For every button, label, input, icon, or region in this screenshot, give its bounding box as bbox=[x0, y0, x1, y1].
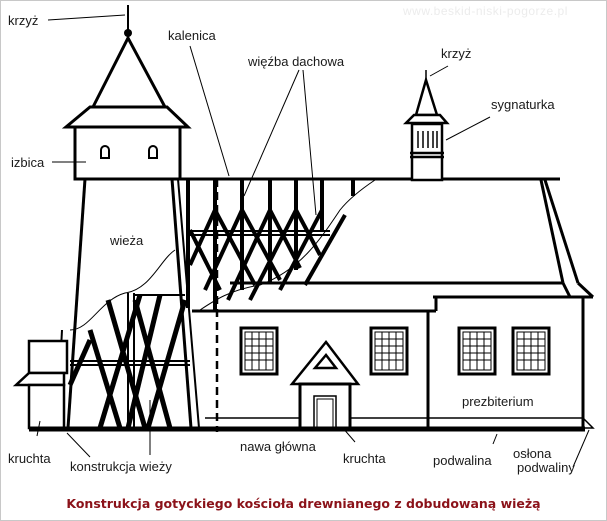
signature-turret bbox=[402, 70, 450, 182]
label-porch-center: kruchta bbox=[343, 451, 386, 466]
label-main-nave: nawa główna bbox=[240, 439, 316, 454]
label-ridge: kalenica bbox=[168, 28, 216, 43]
central-porch bbox=[289, 339, 361, 430]
roof-truss bbox=[180, 177, 560, 432]
watermark: www.beskid-niski-pogorze.pl bbox=[403, 4, 568, 18]
nave-wall bbox=[192, 297, 585, 428]
leader-lines bbox=[36, 14, 590, 468]
label-tower: wieża bbox=[110, 233, 144, 248]
label-belfry: izbica bbox=[11, 155, 45, 170]
label-porch-left: kruchta bbox=[8, 451, 51, 466]
sill-cover bbox=[582, 417, 595, 429]
label-sill-cover-2: podwaliny bbox=[517, 460, 575, 475]
left-porch bbox=[12, 339, 69, 430]
windows bbox=[239, 326, 551, 376]
figure-caption: Konstrukcja gotyckiego kościoła drewnian… bbox=[66, 496, 541, 511]
label-cross-tower: krzyż bbox=[8, 13, 39, 28]
tower bbox=[56, 5, 200, 429]
main-roof bbox=[230, 179, 595, 299]
label-tower-structure: konstrukcja wieży bbox=[70, 459, 172, 474]
label-sill-beam: podwalina bbox=[433, 453, 492, 468]
label-sill-cover-1: osłona bbox=[513, 446, 552, 461]
label-cross-signature: krzyż bbox=[441, 46, 472, 61]
label-roof-truss: więźba dachowa bbox=[248, 54, 345, 69]
label-presbytery: prezbiterium bbox=[462, 394, 534, 409]
label-signature-turret: sygnaturka bbox=[491, 97, 555, 112]
